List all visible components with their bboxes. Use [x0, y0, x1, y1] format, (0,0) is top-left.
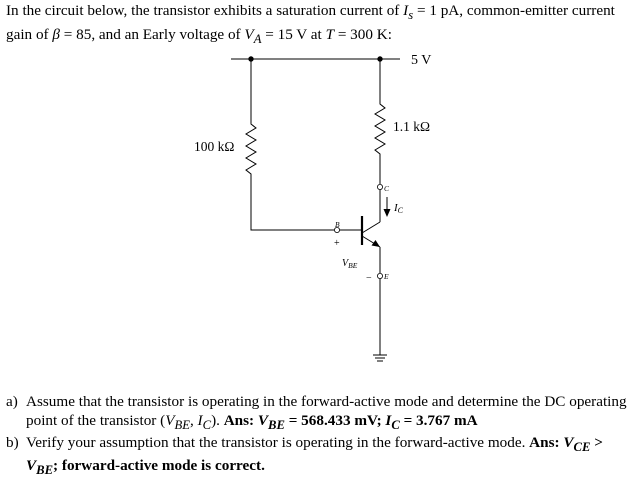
- t-symbol: T: [325, 26, 335, 44]
- answer-vbe-subscript: BE: [268, 417, 285, 432]
- question-a-body: Assume that the transistor is operating …: [26, 393, 627, 429]
- ic-subscript: C: [398, 206, 404, 215]
- vbe-subscript: BE: [348, 261, 358, 270]
- greater-than: >: [590, 434, 603, 452]
- question-b-body: Verify your assumption that the transist…: [26, 434, 530, 452]
- is-subscript: s: [408, 8, 414, 23]
- ic-symbol: I: [197, 411, 203, 429]
- answer-ic-subscript: C: [391, 417, 400, 432]
- question-a: a) Assume that the transistor is operati…: [6, 393, 630, 434]
- vbe-minus-sign: −: [366, 273, 372, 284]
- rb-bottom-wire: [250, 178, 337, 231]
- intro-text-3: = 85, and an Early voltage of: [59, 26, 245, 44]
- answer-label: Ans:: [223, 411, 258, 429]
- vbe-symbol: V: [26, 456, 37, 474]
- ic-subscript: C: [202, 417, 212, 432]
- rb-resistor: [245, 120, 257, 178]
- answer-b: Ans: VCE > VBE; forward-active mode is c…: [26, 434, 603, 477]
- question-a-label: a): [6, 393, 18, 410]
- va-subscript: A: [253, 32, 262, 47]
- vbe-symbol: V: [342, 258, 350, 269]
- rc-resistor: [374, 100, 386, 158]
- vce-symbol: V: [563, 434, 574, 452]
- answer-vbe-value: = 568.433 mV;: [284, 411, 386, 429]
- question-b-label: b): [6, 434, 19, 452]
- question-b-text: Verify your assumption that the transist…: [26, 434, 630, 479]
- intro-text-1: In the circuit below, the transistor exh…: [6, 2, 404, 19]
- question-b: b) Verify your assumption that the trans…: [6, 434, 630, 479]
- rc-label: 1.1 kΩ: [393, 119, 430, 134]
- transistor-collector-lead: [361, 221, 381, 234]
- emitter-terminal: [376, 272, 383, 279]
- node-dot-left: [248, 56, 254, 62]
- ic-label: IC: [393, 202, 404, 215]
- close-paren: ).: [211, 411, 224, 429]
- intro-text-5: = 300 K:: [334, 26, 392, 44]
- vbe-plus-sign: +: [334, 238, 340, 249]
- answer-b-tail: ; forward-active mode is correct.: [53, 456, 265, 474]
- node-dot-right: [377, 56, 383, 62]
- answer-label: Ans:: [529, 434, 564, 452]
- answer-vbe-symbol: V: [257, 411, 269, 429]
- intro-text-2: = 1 pA, common-emitter current gain of: [6, 2, 615, 44]
- separator: ,: [189, 411, 198, 429]
- vbe-label: VBE: [342, 258, 358, 270]
- collector-terminal: [376, 183, 383, 190]
- ic-arrow-head: [383, 209, 391, 217]
- supply-label: 5 V: [411, 53, 431, 68]
- base-node-label: B: [335, 220, 340, 229]
- emitter-node-label: E: [383, 272, 389, 281]
- question-a-text: Assume that the transistor is operating …: [26, 393, 630, 434]
- problem-statement: In the circuit below, the transistor exh…: [6, 1, 630, 49]
- collector-node-label: C: [384, 184, 390, 193]
- vbe-subscript: BE: [174, 417, 190, 432]
- answer-ic-value: = 3.767 mA: [399, 411, 478, 429]
- intro-text-4: = 15 V at: [261, 26, 326, 44]
- base-terminal: [333, 226, 340, 233]
- vce-subscript: CE: [573, 440, 591, 455]
- rb-label: 100 kΩ: [194, 139, 234, 154]
- vbe-symbol: V: [165, 411, 175, 429]
- va-symbol: V: [244, 26, 254, 44]
- vbe-subscript: BE: [36, 462, 54, 477]
- questions: a) Assume that the transistor is operati…: [6, 393, 630, 479]
- emitter-arrow-head: [371, 240, 380, 247]
- answer-ic-symbol: I: [385, 411, 392, 429]
- ic-symbol: I: [393, 202, 399, 214]
- beta-symbol: β: [52, 26, 60, 44]
- answer-a: Ans: VBE = 568.433 mV; IC = 3.767 mA: [223, 411, 478, 432]
- is-symbol: I: [403, 2, 409, 19]
